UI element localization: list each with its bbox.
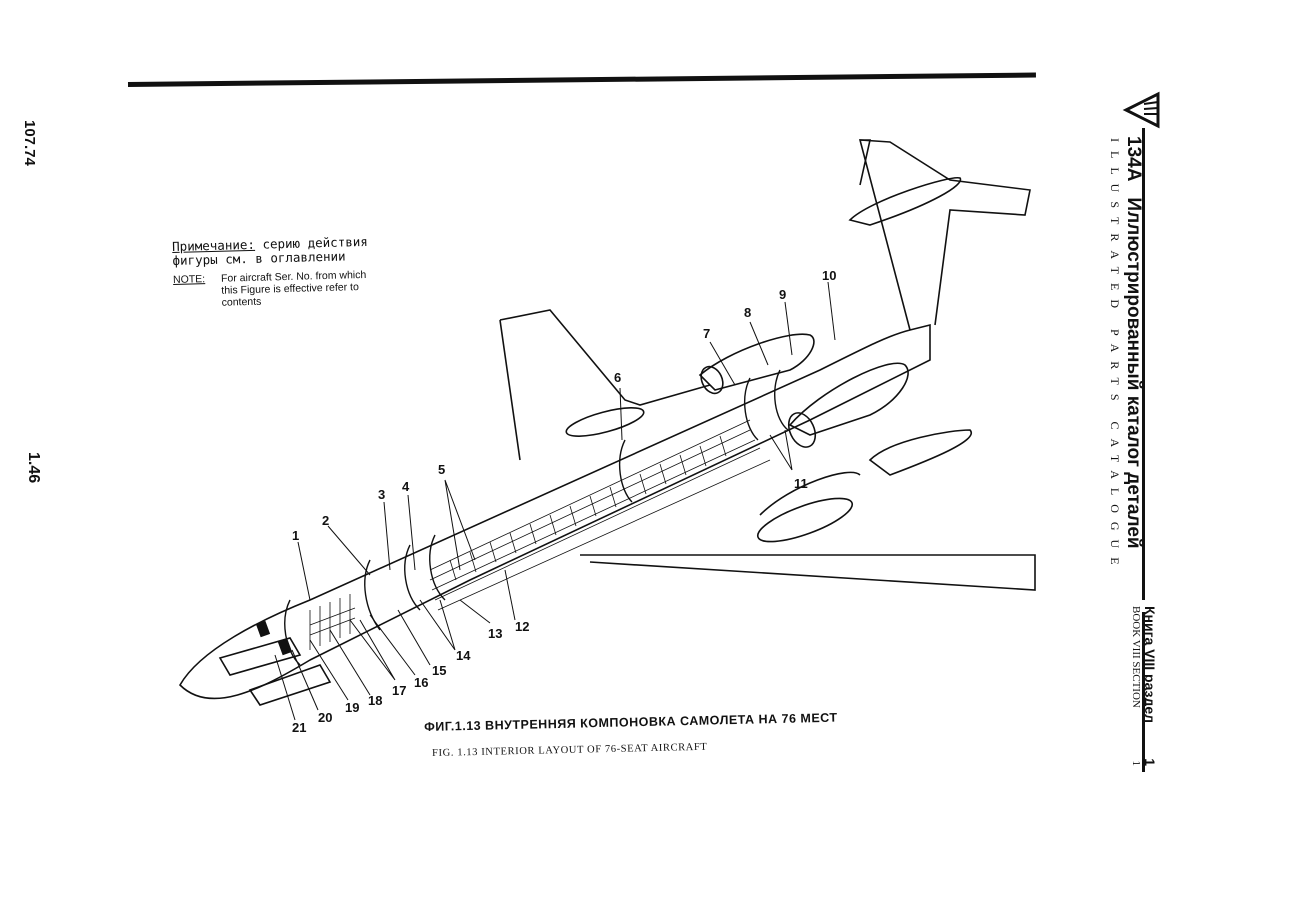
seat-rows: [309, 419, 771, 650]
callout-15: 15: [432, 663, 446, 678]
callout-13: 13: [488, 626, 502, 641]
callout-14: 14: [456, 648, 471, 663]
book-section-block: Книга VIII раздел 1 BOOK VIII SECTION 1: [1130, 606, 1158, 766]
callout-18: 18: [368, 693, 382, 708]
catalogue-title-en: ILLUSTRATED PARTS CATALOGUE: [1108, 138, 1122, 574]
callout-6: 6: [614, 370, 621, 385]
figure-caption-en: FIG. 1.13 INTERIOR LAYOUT OF 76-SEAT AIR…: [432, 741, 708, 759]
leader-lines: [274, 281, 836, 721]
book-en-number: 1: [1130, 760, 1142, 767]
callout-21: 21: [292, 720, 306, 735]
model-number: 134A: [1123, 136, 1144, 182]
aircraft-outline: [179, 139, 1036, 706]
callout-4: 4: [402, 479, 410, 494]
top-rule: [127, 72, 1036, 87]
callout-19: 19: [345, 700, 359, 715]
book-ru-text: Книга VIII раздел: [1142, 606, 1158, 724]
header-rule: [1142, 128, 1145, 600]
tupolev-logo-icon: [1122, 91, 1160, 129]
book-ru-number: 1: [1142, 758, 1158, 766]
callout-17: 17: [392, 683, 406, 698]
catalogue-header: 134A Иллюстрированный каталог деталей IL…: [1107, 90, 1162, 574]
callout-1: 1: [292, 528, 299, 543]
callout-5: 5: [438, 462, 445, 477]
page-number: 1.46: [25, 452, 42, 484]
book-section-ru: Книга VIII раздел 1: [1142, 606, 1158, 766]
callout-12: 12: [515, 619, 529, 634]
callout-11: 11: [794, 476, 808, 491]
callout-7: 7: [703, 326, 710, 341]
callout-10: 10: [822, 268, 836, 283]
callout-16: 16: [414, 675, 428, 690]
callout-3: 3: [378, 487, 385, 502]
cockpit-seats: [255, 620, 293, 656]
callout-labels: 1 2 3 4 5 6 7 8 9 10 11 12 13 14 15 16 1…: [292, 268, 836, 735]
callout-20: 20: [318, 710, 332, 725]
aircraft-cutaway-diagram: 1 2 3 4 5 6 7 8 9 10 11 12 13 14 15 16 1…: [179, 139, 1036, 735]
catalogue-title-ru: Иллюстрированный каталог деталей: [1123, 197, 1144, 549]
book-section-en: BOOK VIII SECTION 1: [1130, 606, 1142, 766]
date-stamp: 107.74: [21, 120, 38, 166]
cabin-frames: [284, 369, 789, 666]
book-rule: [1142, 612, 1145, 772]
callout-9: 9: [779, 287, 786, 302]
callout-2: 2: [322, 513, 329, 528]
callout-8: 8: [744, 305, 751, 320]
book-en-text: BOOK VIII SECTION: [1130, 606, 1142, 708]
